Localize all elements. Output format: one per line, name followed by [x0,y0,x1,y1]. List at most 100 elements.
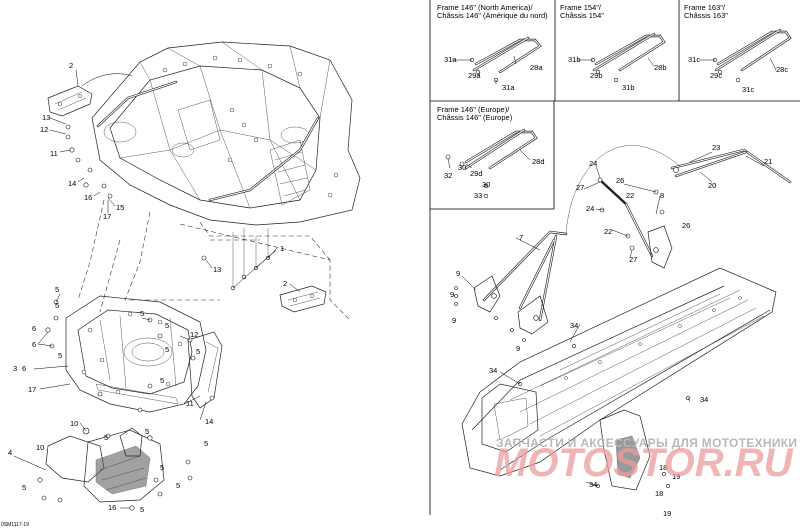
part-callout: 34 [589,480,597,489]
rail-drawing-146na [469,36,542,83]
part-callout: 5 [104,433,108,442]
part-callout: 29a [468,71,481,80]
part-callout: 26 [616,176,624,185]
front-suspension-arm-7 [473,230,568,335]
bracket-part-2 [279,285,327,313]
part-callout: 5 [160,463,164,472]
bottom-mount-assembly [37,427,193,511]
part-callout: 31b [568,55,581,64]
part-callout: 34 [700,395,708,404]
rail-drawing-163 [712,28,792,83]
part-callout: 20 [708,181,716,190]
frame-box-4-subtitle: Châssis 146" (Europe) [437,113,513,122]
part-callout: 29c [710,71,722,80]
frame-box-3-subtitle: Châssis 163" [684,11,728,20]
part-callout: 5 [176,481,180,490]
part-callout: 21 [764,157,772,166]
part-callout: 5 [55,285,59,294]
part-callout: 1 [280,244,284,253]
front-frame-assembly [91,41,361,226]
part-callout: 9 [456,269,460,278]
part-callout: 19 [663,509,671,518]
part-callout: 31a [444,55,457,64]
part-callout: 14 [205,417,213,426]
diagram-code: 0SM1117-19 [1,522,29,528]
frame-box-1-title: Frame 146" (North America)/ [437,3,534,12]
part-callout: 5 [140,505,144,514]
part-callout: 12 [40,125,48,134]
part-callout: 5 [165,345,169,354]
part-callout: 2 [69,61,73,70]
part-callout: 2 [283,279,287,288]
part-callout: 29d [470,169,483,178]
part-callout: 10 [70,419,78,428]
part-callout: 22 [626,191,634,200]
part-callout: 7 [519,233,523,242]
part-callout: 16 [108,503,116,512]
part-callout: 5 [145,427,149,436]
part-callout: 31c [742,85,754,94]
part-callout: 5 [22,483,26,492]
part-callout: 5 [160,376,164,385]
part-callout: 11 [50,149,58,158]
part-callout: 34 [489,366,497,375]
part-callout: 18 [659,463,667,472]
part-callout: 6 [22,364,26,373]
part-callout: 18 [655,489,663,498]
frame-box-3-title: Frame 163"/ [684,3,726,12]
part-callout: 26 [682,221,690,230]
part-callout: 28d [532,157,545,166]
part-callout: 3 [13,364,17,373]
part-callout: 5 [58,351,62,360]
part-callout: 4 [8,448,12,457]
part-callout: 16 [84,193,92,202]
part-callout: 31a [502,83,515,92]
part-callout: 5 [196,347,200,356]
part-callout: 34 [570,321,578,330]
part-callout: 6 [32,324,36,333]
part-callout: 28a [530,63,543,72]
part-callout: 17 [103,212,111,221]
plate-fasteners [45,299,215,413]
part-callout: 23 [712,143,720,152]
part-callout: 32 [444,171,452,180]
part-callout: 5 [165,321,169,330]
part-callout: 28c [776,65,788,74]
part-callout: 24 [586,204,594,213]
part-callout: 17 [28,385,36,394]
part-callout: 31b [622,83,635,92]
part-callout: 27 [629,255,637,264]
part-callout: 15 [116,203,124,212]
part-callout: 33 [474,191,482,200]
frame-variant-boxes [429,0,800,515]
part-callout: 12 [190,330,198,339]
part-callout: 30 [482,180,490,189]
part-callout: 31c [688,55,700,64]
part-callout: 19 [672,472,680,481]
rail-drawing-146eu [445,128,538,199]
part-callout: 10 [36,443,44,452]
part-callout: 6 [32,340,36,349]
frame-box-2-title: Frame 154"/ [560,3,602,12]
part-callout: 27 [576,183,584,192]
left-fasteners [65,124,207,261]
leader-lines [13,55,777,509]
part-callout: 22 [604,227,612,236]
lower-chassis-plate [65,295,223,413]
part-callout: 5 [140,309,144,318]
part-callout: 9 [452,316,456,325]
bolts-part-1 [230,228,271,291]
part-callout: 14 [68,179,76,188]
part-callout: 5 [204,439,208,448]
watermark-logo: MOTOSTOR.RU [494,441,794,485]
watermark-tagline: ЗАПЧАСТИ И АКСЕССУАРЫ ДЛЯ МОТОТЕХНИКИ [496,436,797,450]
part-callout: 13 [213,265,221,274]
frame-box-1-subtitle: Châssis 146" (Amérique du nord) [437,11,548,20]
part-callout: 24 [589,159,597,168]
part-callout: 9 [450,290,454,299]
part-callout: 9 [516,344,520,353]
part-callout: 30 [458,163,466,172]
tunnel-chassis [461,267,777,491]
part-callout: 28b [654,63,667,72]
part-callout: 11 [186,399,194,408]
